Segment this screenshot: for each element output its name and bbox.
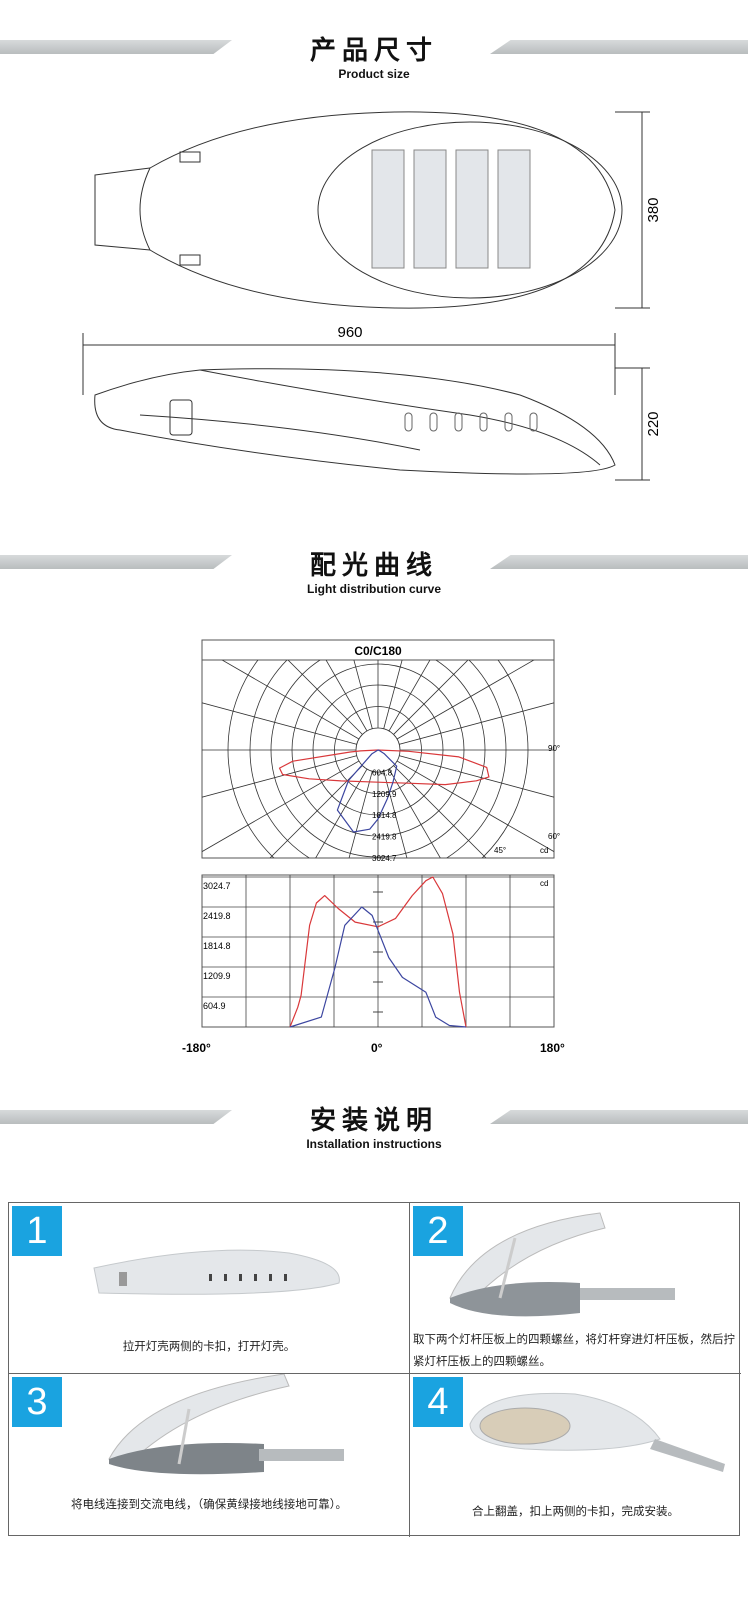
lamp-wiring-photo	[108, 1374, 344, 1475]
polar-spoke	[315, 749, 379, 858]
polar-series-1	[336, 749, 398, 833]
line-series-0	[289, 876, 467, 1028]
light-distribution-charts: C0/C180 604.8 1209.9 1814.8 2419.8 3024.7 90…	[182, 639, 565, 1055]
header-bar-right	[490, 40, 748, 54]
radial-tick-label: 1814.8	[372, 811, 397, 820]
angle-label: 45°	[494, 846, 506, 855]
step-caption: 取下两个灯杆压板上的四颗螺丝，将灯杆穿进灯杆压板，然后拧紧灯杆压板上的四颗螺丝。	[413, 1332, 735, 1368]
y-tick-label: 1814.8	[203, 941, 231, 951]
lamp-assembled-photo	[469, 1392, 725, 1472]
polar-spoke	[377, 660, 469, 751]
polar-spoke	[353, 660, 379, 751]
header-bar-left	[0, 40, 232, 54]
polar-ring	[227, 660, 529, 858]
lamp-dimension-drawing: 380 960 220	[82, 111, 662, 481]
step-number: 3	[12, 1377, 62, 1427]
dimension-length-label: 960	[337, 324, 362, 341]
x-tick-label: -180°	[182, 1041, 211, 1055]
polar-ring	[249, 660, 507, 858]
polar-ring	[312, 684, 444, 816]
header-bar-right	[490, 1110, 748, 1124]
polar-spoke	[377, 660, 403, 751]
step-number: 2	[413, 1206, 463, 1256]
polar-spoke	[377, 749, 487, 858]
step-1: 1 拉开灯壳两侧的卡扣，打开灯壳。	[9, 1203, 409, 1373]
polar-spoke	[202, 702, 379, 751]
header-bar-right	[490, 555, 748, 569]
step-caption: 拉开灯壳两侧的卡扣，打开灯壳。	[122, 1339, 296, 1353]
polar-spoke	[377, 660, 535, 751]
polar-spoke	[325, 660, 379, 751]
dimension-height-label: 220	[645, 411, 662, 436]
step-number: 4	[413, 1377, 463, 1427]
polar-spoke	[377, 749, 554, 853]
angle-label: 90°	[548, 744, 560, 753]
radial-tick-label: 3024.7	[372, 854, 397, 863]
polar-chart-title: C0/C180	[354, 644, 402, 658]
polar-ring	[334, 706, 422, 794]
installation-steps-grid: 1 拉开灯壳两侧的卡扣，打开灯壳。 2 取下两个灯杆压板上的四颗螺丝，将灯杆穿进…	[8, 1202, 741, 1537]
polar-spoke	[348, 749, 379, 858]
x-tick-label: 180°	[540, 1041, 565, 1055]
header-bar-left	[0, 555, 232, 569]
section-subtitle-product-size: Product size	[338, 67, 410, 81]
radial-tick-label: 604.8	[372, 768, 393, 777]
step-4: 4 合上翻盖，扣上两侧的卡扣，完成安装。	[410, 1374, 741, 1537]
y-tick-label: 604.9	[203, 1001, 226, 1011]
dimension-width-label: 380	[645, 197, 662, 222]
polar-spoke	[287, 660, 379, 751]
section-subtitle-light-distribution: Light distribution curve	[307, 582, 441, 596]
radial-tick-label: 2419.8	[372, 833, 397, 842]
section-title-installation: 安装说明	[309, 1106, 438, 1136]
y-tick-label: 3024.7	[203, 881, 231, 891]
polar-spoke	[269, 749, 379, 858]
polar-series-0	[278, 749, 490, 786]
section-title-product-size: 产品尺寸	[309, 36, 438, 66]
polar-spoke	[377, 702, 554, 751]
polar-unit-label: cd	[540, 846, 548, 855]
polar-spoke	[377, 749, 441, 858]
step-3: 3 将电线连接到交流电线，（确保黄绿接地线接地可靠）。	[9, 1374, 409, 1537]
polar-spoke	[202, 749, 379, 853]
step-caption: 合上翻盖，扣上两侧的卡扣，完成安装。	[472, 1504, 679, 1518]
x-tick-label: 0°	[371, 1041, 383, 1055]
radial-tick-label: 1209.9	[372, 790, 397, 799]
polar-spoke	[221, 660, 379, 751]
line-unit-label: cd	[540, 879, 548, 888]
step-number: 1	[12, 1206, 62, 1256]
lamp-closed-photo	[93, 1249, 340, 1295]
section-subtitle-installation: Installation instructions	[306, 1137, 442, 1151]
polar-ring	[270, 660, 486, 858]
polar-ring	[291, 663, 465, 837]
line-series-1	[289, 906, 467, 1028]
polar-spoke	[377, 749, 408, 858]
section-title-light-distribution: 配光曲线	[309, 551, 438, 581]
polar-spoke	[202, 749, 379, 798]
y-tick-label: 2419.8	[203, 911, 231, 921]
polar-spoke	[377, 749, 554, 798]
header-bar-left	[0, 1110, 232, 1124]
lamp-open-photo	[449, 1212, 675, 1317]
y-tick-label: 1209.9	[203, 971, 231, 981]
step-2: 2 取下两个灯杆压板上的四颗螺丝，将灯杆穿进灯杆压板，然后拧紧灯杆压板上的四颗螺…	[410, 1203, 741, 1373]
polar-spoke	[377, 660, 431, 751]
step-caption: 将电线连接到交流电线，（确保黄绿接地线接地可靠）。	[71, 1497, 347, 1511]
angle-label: 60°	[548, 832, 560, 841]
